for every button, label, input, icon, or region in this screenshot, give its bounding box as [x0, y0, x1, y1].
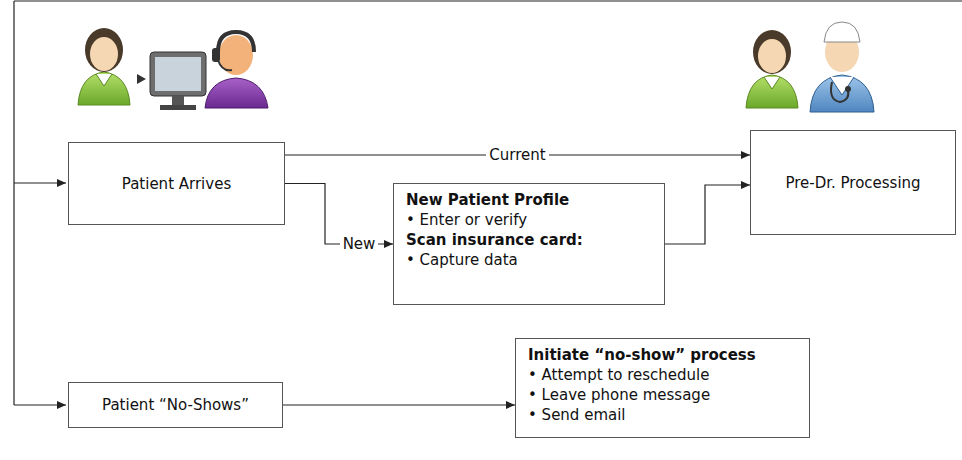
patient-icon — [746, 30, 798, 108]
process-box: Pre-Dr. Processing — [750, 130, 956, 235]
box-title: Patient “No-Shows” — [102, 395, 249, 415]
box-title: Initiate “no-show” process — [528, 345, 756, 365]
frame-line — [14, 1, 962, 405]
patient-icon — [78, 28, 130, 105]
edge-label: Current — [486, 146, 548, 164]
edge-label: New — [340, 235, 379, 253]
box-title: Patient Arrives — [122, 174, 231, 194]
process-box: New Patient Profile• Enter or verifyScan… — [393, 183, 665, 305]
box-text: • Send email — [528, 405, 626, 425]
box-text: • Leave phone message — [528, 385, 710, 405]
box-text: • Attempt to reschedule — [528, 365, 710, 385]
receptionist-icon — [205, 32, 268, 108]
process-box: Patient “No-Shows” — [68, 382, 283, 428]
box-text: • Enter or verify — [406, 210, 527, 230]
box-text: Scan insurance card: — [406, 230, 583, 250]
flow-arrow — [283, 404, 515, 405]
box-title: Pre-Dr. Processing — [785, 173, 920, 193]
process-box: Patient Arrives — [68, 142, 285, 225]
flow-arrow — [665, 185, 750, 244]
doctor-icon — [810, 22, 874, 112]
process-box: Initiate “no-show” process• Attempt to r… — [515, 338, 810, 438]
box-title: New Patient Profile — [406, 190, 569, 210]
box-text: • Capture data — [406, 250, 518, 270]
computer-icon — [150, 52, 206, 110]
small-arrow — [137, 74, 146, 84]
